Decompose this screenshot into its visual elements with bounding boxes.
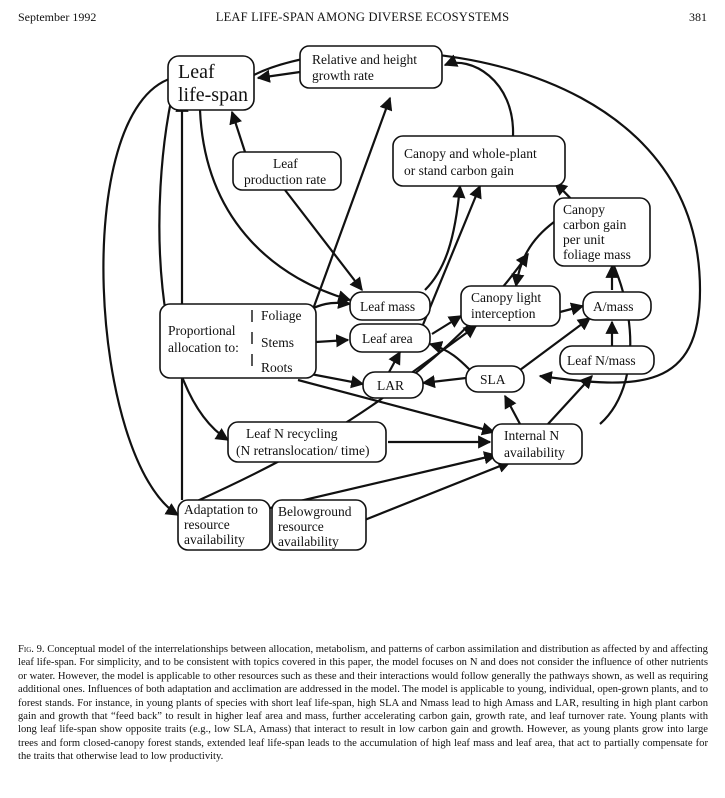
edge-sla-to-leafarea (428, 341, 471, 371)
node-leaf-n-recycling-line1: Leaf N recycling (246, 426, 338, 441)
edge-production-to-leafmass (284, 189, 363, 292)
node-leaf-life-span: Leaf life-span (167, 55, 255, 111)
edge-internal-n-to-leafn (547, 375, 593, 425)
node-leaf-life-span-line1: Leaf (178, 61, 215, 83)
node-proportional-line2: allocation to: (168, 340, 239, 355)
edge-sla-to-lar (421, 375, 467, 389)
edge-lar-to-leafarea (387, 350, 401, 375)
node-canopy-light-line1: Canopy light (471, 290, 541, 305)
edge-stems-to-leafarea (315, 334, 350, 348)
edge-production-to-lifespan (229, 110, 247, 153)
figure-caption: Fig. 9. Conceptual model of the interrel… (18, 643, 708, 764)
node-proportional-allocation: Proportional allocation to: Foliage Stem… (159, 303, 317, 379)
edge-sla-to-amass (519, 317, 592, 371)
node-sla-label: SLA (480, 372, 506, 387)
node-adaptation: Adaptation to resource availability (177, 499, 271, 551)
diagram-edges (102, 50, 702, 527)
node-leaf-production-line2: production rate (244, 172, 326, 187)
node-a-mass-label: A/mass (593, 299, 634, 314)
edge-lifespan-to-leafmass (198, 109, 352, 304)
node-belowground-line3: availability (278, 534, 339, 549)
node-leaf-area-label: Leaf area (362, 331, 413, 346)
running-header-date: September 1992 (18, 10, 97, 24)
node-foliage-label: Foliage (261, 308, 302, 323)
edge-lifespan-to-recycling (158, 95, 230, 441)
node-canopy-gain-unit-line3: per unit (563, 232, 605, 247)
node-canopy-light: Canopy light interception (460, 285, 561, 327)
node-lar: LAR (362, 371, 424, 399)
edge-leafarea-to-light (431, 315, 463, 335)
node-proportional-line1: Proportional (168, 323, 236, 338)
edge-leafmass-to-canopy-carbon (424, 184, 466, 291)
edge-lifespan-to-adaptation-outer (102, 76, 180, 516)
node-relative-growth-line1: Relative and height (312, 52, 417, 67)
node-internal-n-line1: Internal N (504, 428, 559, 443)
figure-label: Fig. 9. (18, 644, 45, 655)
edge-adaptation-to-internal-n (269, 451, 498, 510)
edge-internal-n-to-sla (504, 394, 521, 425)
edge-growth-to-lifespan (256, 69, 301, 83)
node-lar-label: LAR (377, 378, 404, 393)
node-a-mass: A/mass (582, 291, 652, 321)
node-leaf-life-span-line2: life-span (178, 84, 248, 106)
node-internal-n: Internal N availability (491, 423, 583, 465)
edge-belowground-to-internal-n (351, 460, 512, 527)
node-belowground-line2: resource (278, 519, 324, 534)
node-adaptation-line2: resource (184, 517, 230, 532)
node-leaf-mass-label: Leaf mass (360, 299, 415, 314)
running-header-title: LEAF LIFE-SPAN AMONG DIVERSE ECOSYSTEMS (215, 10, 510, 24)
figure-caption-text: Conceptual model of the interrelationshi… (18, 644, 708, 763)
node-leaf-n-mass-label: Leaf N/mass (567, 353, 636, 368)
node-canopy-carbon-line1: Canopy and whole-plant (404, 146, 537, 161)
node-canopy-carbon-line2: or stand carbon gain (404, 163, 514, 178)
node-adaptation-line3: availability (184, 532, 245, 547)
node-relative-growth-line2: growth rate (312, 68, 374, 83)
node-leaf-production: Leaf production rate (232, 151, 342, 191)
node-adaptation-line1: Adaptation to (184, 502, 258, 517)
node-roots-label: Roots (261, 360, 293, 375)
node-stems-label: Stems (261, 335, 294, 350)
node-canopy-gain-unit-line1: Canopy (563, 202, 605, 217)
edge-canopy-carbon-to-growth-loop (443, 54, 515, 137)
edge-foliage-to-growth (310, 96, 393, 313)
node-relative-growth: Relative and height growth rate (299, 45, 443, 89)
node-leaf-n-recycling-line2: (N retranslocation/ time) (236, 443, 369, 458)
edge-light-to-amass (559, 302, 585, 316)
node-leaf-area: Leaf area (349, 323, 431, 353)
node-canopy-carbon: Canopy and whole-plant or stand carbon g… (392, 135, 566, 187)
page-number: 381 (689, 10, 707, 24)
node-canopy-light-line2: interception (471, 306, 536, 321)
node-internal-n-line2: availability (504, 445, 565, 460)
node-leaf-mass: Leaf mass (349, 291, 431, 321)
conceptual-model-diagram: Leaf life-span Relative and height growt… (102, 45, 702, 551)
node-canopy-gain-unit-line2: carbon gain (563, 217, 627, 232)
node-leaf-production-line1: Leaf (273, 156, 298, 171)
node-leaf-n-mass: Leaf N/mass (559, 345, 655, 375)
node-belowground-line1: Belowground (278, 504, 352, 519)
node-leaf-n-recycling: Leaf N recycling (N retranslocation/ tim… (227, 421, 387, 463)
node-canopy-gain-unit-line4: foliage mass (563, 247, 631, 262)
node-canopy-gain-unit: Canopy carbon gain per unit foliage mass (553, 197, 651, 267)
edge-roots-to-internal-n (297, 378, 496, 436)
edge-gain-unit-to-light (511, 221, 555, 288)
node-sla: SLA (465, 365, 525, 393)
node-belowground: Belowground resource availability (271, 499, 367, 551)
